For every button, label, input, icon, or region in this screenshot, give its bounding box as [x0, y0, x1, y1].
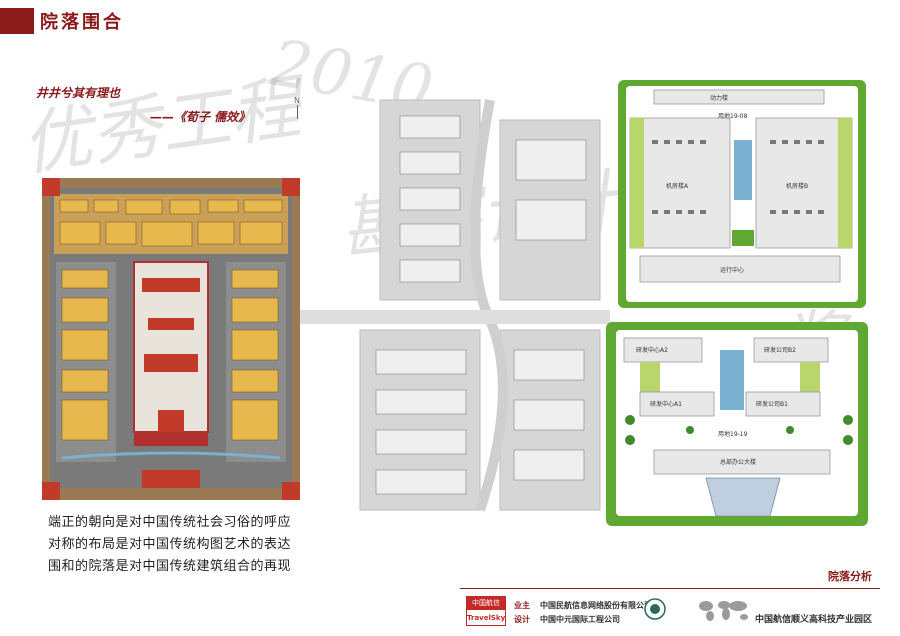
compass-north-mark: N [294, 96, 300, 119]
description-line-2: 对称的布局是对中国传统构图艺术的表达 [48, 537, 292, 552]
quote-line-1: 井井兮其有理也 [36, 86, 121, 100]
footer: 院落分析 中国航信 TravelSky 业主 中国民航信息网络股份有限公司 设计… [460, 560, 880, 632]
owner-value: 中国民航信息网络股份有限公司 [540, 601, 652, 610]
design-description: 端正的朝向是对中国传统社会习俗的呼应 对称的布局是对中国传统构图艺术的表达 围和… [48, 512, 348, 578]
designer-seal-icon [644, 598, 666, 620]
label-ops-center: 运行中心 [720, 266, 744, 274]
description-line-3: 围和的院落是对中国传统建筑组合的再现 [48, 559, 292, 574]
logo-en-text: TravelSky [467, 614, 506, 622]
label-rd-company-b1: 研发公司B1 [756, 400, 788, 408]
forbidden-city-plan-illustration [42, 178, 300, 500]
label-plot-south: 用地19-19 [718, 430, 748, 438]
designer-value: 中国中元国际工程公司 [540, 615, 620, 624]
logo-cn-text: 中国航信 [467, 597, 505, 610]
label-rd-center-a2: 研发中心A2 [636, 346, 668, 354]
title-accent-block [0, 8, 34, 34]
section-label: 院落分析 [828, 570, 872, 583]
designer-key: 设计 [514, 615, 530, 624]
title-bar: 院落围合 [0, 0, 900, 40]
quote-line-2: ——《荀子 儒效》 [150, 110, 251, 124]
label-power-building: 动力楼 [710, 94, 728, 102]
label-plot-north: 用地19-08 [718, 112, 748, 120]
owner-key: 业主 [514, 601, 530, 610]
park-name: 中国航信顺义高科技产业园区 [754, 615, 872, 625]
page-title: 院落围合 [40, 12, 124, 33]
description-line-1: 端正的朝向是对中国传统社会习俗的呼应 [48, 515, 292, 530]
label-hq-office: 总部办公大楼 [720, 458, 756, 466]
label-machine-room-b: 机房楼B [786, 182, 808, 190]
site-plan-drawing: 动力楼 机房楼A 机房楼B 用地19-08 运行中心 研发中心A2 研发公司B2… [300, 80, 868, 526]
footer-divider [460, 588, 880, 589]
label-machine-room-a: 机房楼A [666, 182, 689, 190]
world-map-icon [699, 601, 748, 621]
label-rd-company-b2: 研发公司B2 [764, 346, 796, 354]
compass-label: N [294, 96, 300, 105]
label-rd-center-a1: 研发中心A1 [650, 400, 682, 408]
travelsky-logo: 中国航信 TravelSky [466, 596, 506, 626]
